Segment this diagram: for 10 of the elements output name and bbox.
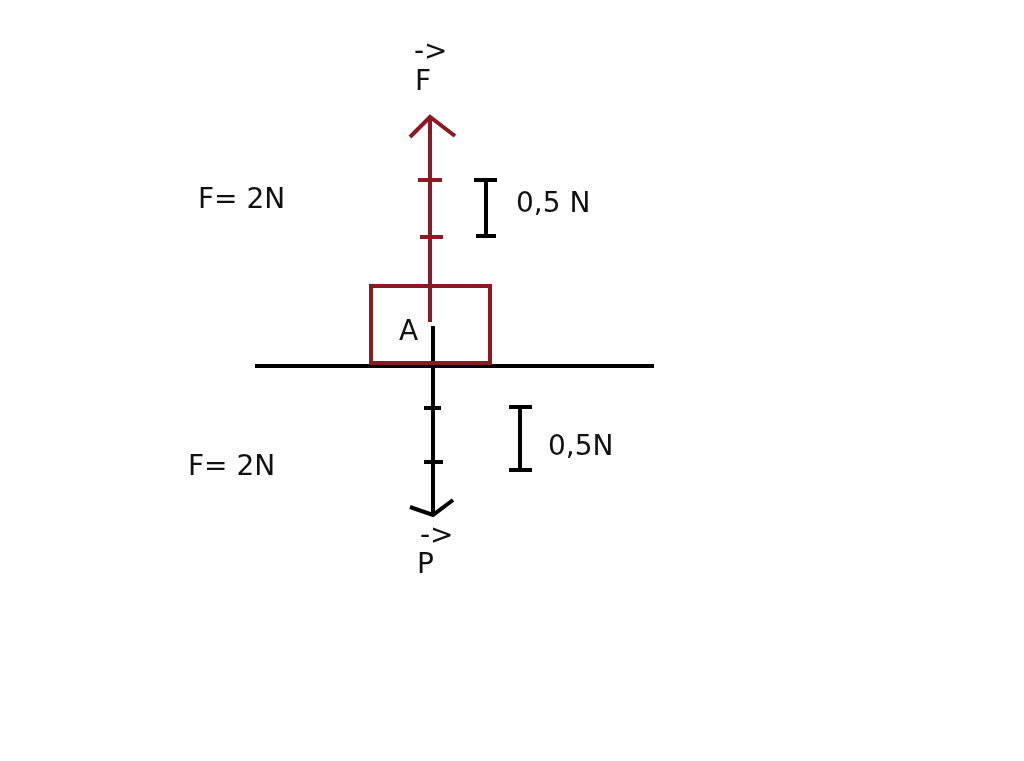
force-symbol: P xyxy=(417,549,434,579)
block-box xyxy=(369,284,492,365)
force-value: F= 2N xyxy=(188,451,276,481)
vector-arrow-mark: -> xyxy=(420,520,454,550)
block-label: A xyxy=(399,316,419,346)
force-symbol: F xyxy=(415,66,432,96)
vector-arrow-mark: -> xyxy=(414,36,448,66)
scale-label: 0,5N xyxy=(548,431,614,461)
force-value: F= 2N xyxy=(198,184,286,214)
scale-label: 0,5 N xyxy=(516,188,591,218)
